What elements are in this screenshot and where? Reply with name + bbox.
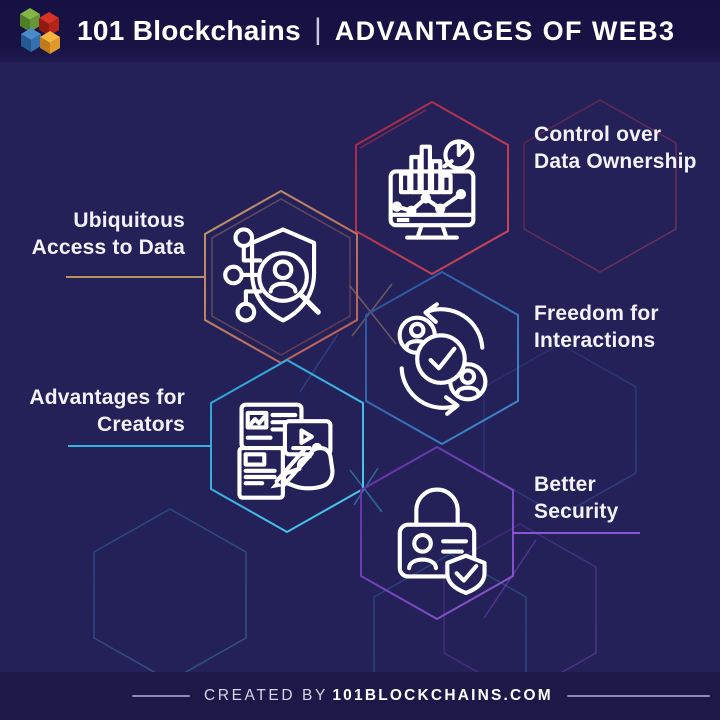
footer-bar: CREATED BY 101BLOCKCHAINS.COM	[0, 672, 720, 720]
advantage-label-line2: Data Ownership	[534, 150, 697, 173]
advantage-label-line1: Better	[534, 473, 596, 496]
footer-site-name: 101BLOCKCHAINS.COM	[332, 687, 553, 704]
advantage-label-line2: Security	[534, 500, 619, 523]
footer-credit: CREATED BY 101BLOCKCHAINS.COM	[204, 687, 553, 705]
advantage-label-line2: Access to Data	[31, 236, 185, 259]
advantage-label-line2: Interactions	[534, 329, 656, 352]
header-bar: 101 Blockchains | ADVANTAGES OF WEB3	[0, 0, 720, 62]
hexagon-control-over-data-ownership	[355, 100, 509, 276]
advantage-label-line2: Creators	[97, 413, 185, 436]
user-exchange-check-icon	[397, 302, 488, 416]
advantage-label-control-over-data-ownership: Control over Data Ownership	[534, 121, 697, 175]
advantage-label-line1: Freedom for	[534, 302, 659, 325]
advantage-label-freedom-for-interactions: Freedom for Interactions	[534, 300, 659, 354]
101-blockchains-logo-icon	[20, 8, 60, 54]
page-title: ADVANTAGES OF WEB3	[334, 15, 676, 46]
header-separator: |	[313, 13, 322, 46]
advantage-label-better-security: Better Security	[534, 471, 618, 525]
content-creation-icon	[237, 402, 335, 500]
hexagon-advantages-for-creators	[210, 358, 364, 534]
advantage-label-line1: Control over	[534, 123, 662, 146]
footer-credit-prefix: CREATED BY	[204, 687, 328, 704]
shield-user-search-icon	[223, 227, 321, 323]
hexagon-better-security	[360, 445, 514, 621]
lock-id-shield-icon	[397, 487, 487, 595]
footer-rule-right	[566, 695, 710, 697]
hexagon-freedom-for-interactions	[365, 270, 519, 446]
analytics-monitor-icon	[388, 139, 476, 240]
advantage-label-advantages-for-creators: Advantages for Creators	[29, 384, 185, 438]
advantage-label-line1: Ubiquitous	[73, 209, 185, 232]
footer-rule-left	[132, 695, 190, 697]
advantage-label-line1: Advantages for	[29, 386, 185, 409]
brand-name: 101 Blockchains	[77, 15, 301, 46]
main-hexagons	[204, 100, 519, 621]
label-connector-lines	[66, 187, 643, 534]
advantage-label-ubiquitous-access-to-data: Ubiquitous Access to Data	[32, 207, 185, 261]
